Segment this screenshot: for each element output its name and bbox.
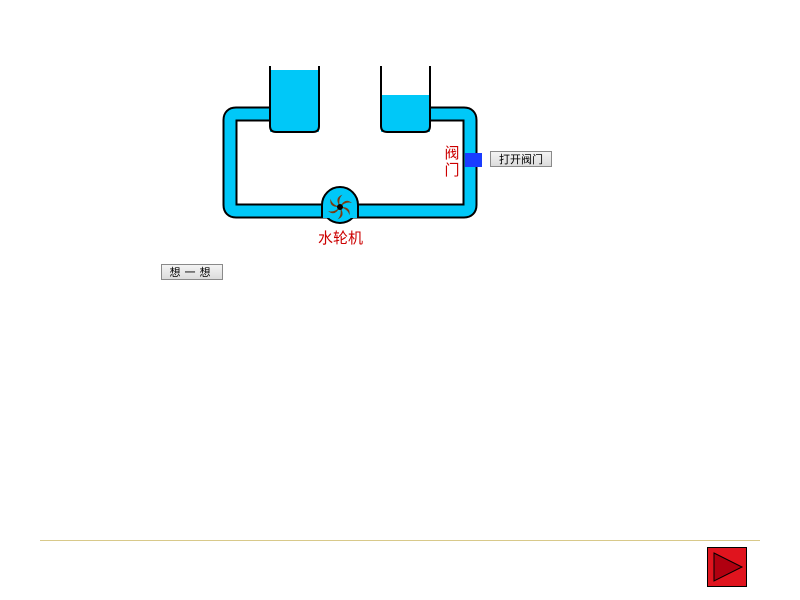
think-button[interactable]: 想一想 xyxy=(161,264,223,280)
valve-label: 阀门 xyxy=(444,144,460,179)
left-tank xyxy=(269,66,320,133)
footer-divider xyxy=(40,540,760,541)
water-turbine-icon xyxy=(321,186,359,224)
play-arrow-icon xyxy=(713,552,744,582)
right-tank xyxy=(380,66,431,133)
open-valve-button[interactable]: 打开阀门 xyxy=(490,151,552,167)
next-button[interactable] xyxy=(707,547,747,587)
valve[interactable] xyxy=(465,153,482,167)
turbine-label: 水轮机 xyxy=(318,229,364,247)
